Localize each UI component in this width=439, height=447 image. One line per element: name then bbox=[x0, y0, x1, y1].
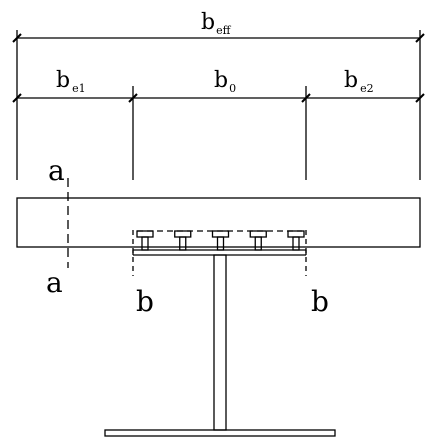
shear-connector-stud bbox=[136, 230, 154, 251]
section-a-top-label: a bbox=[48, 154, 65, 187]
section-b-left-label: b bbox=[136, 285, 154, 318]
shear-connectors bbox=[136, 230, 305, 251]
extension-lines bbox=[16, 30, 421, 180]
b0-label: b0 bbox=[214, 68, 236, 95]
shear-connector-stud bbox=[249, 230, 267, 251]
section-b-right-label: b bbox=[311, 285, 329, 318]
shear-connector-stud bbox=[174, 230, 192, 251]
sub-width-dimension-line bbox=[12, 93, 425, 103]
beff-label: beff bbox=[201, 10, 232, 37]
shear-connector-stud bbox=[211, 230, 230, 251]
concrete-slab bbox=[16, 197, 421, 248]
steel-web bbox=[213, 254, 227, 431]
section-a-bottom-label: a bbox=[46, 266, 63, 299]
steel-bottom-flange bbox=[104, 429, 336, 437]
shear-connector-stud bbox=[287, 230, 305, 251]
steel-top-flange bbox=[132, 249, 307, 256]
